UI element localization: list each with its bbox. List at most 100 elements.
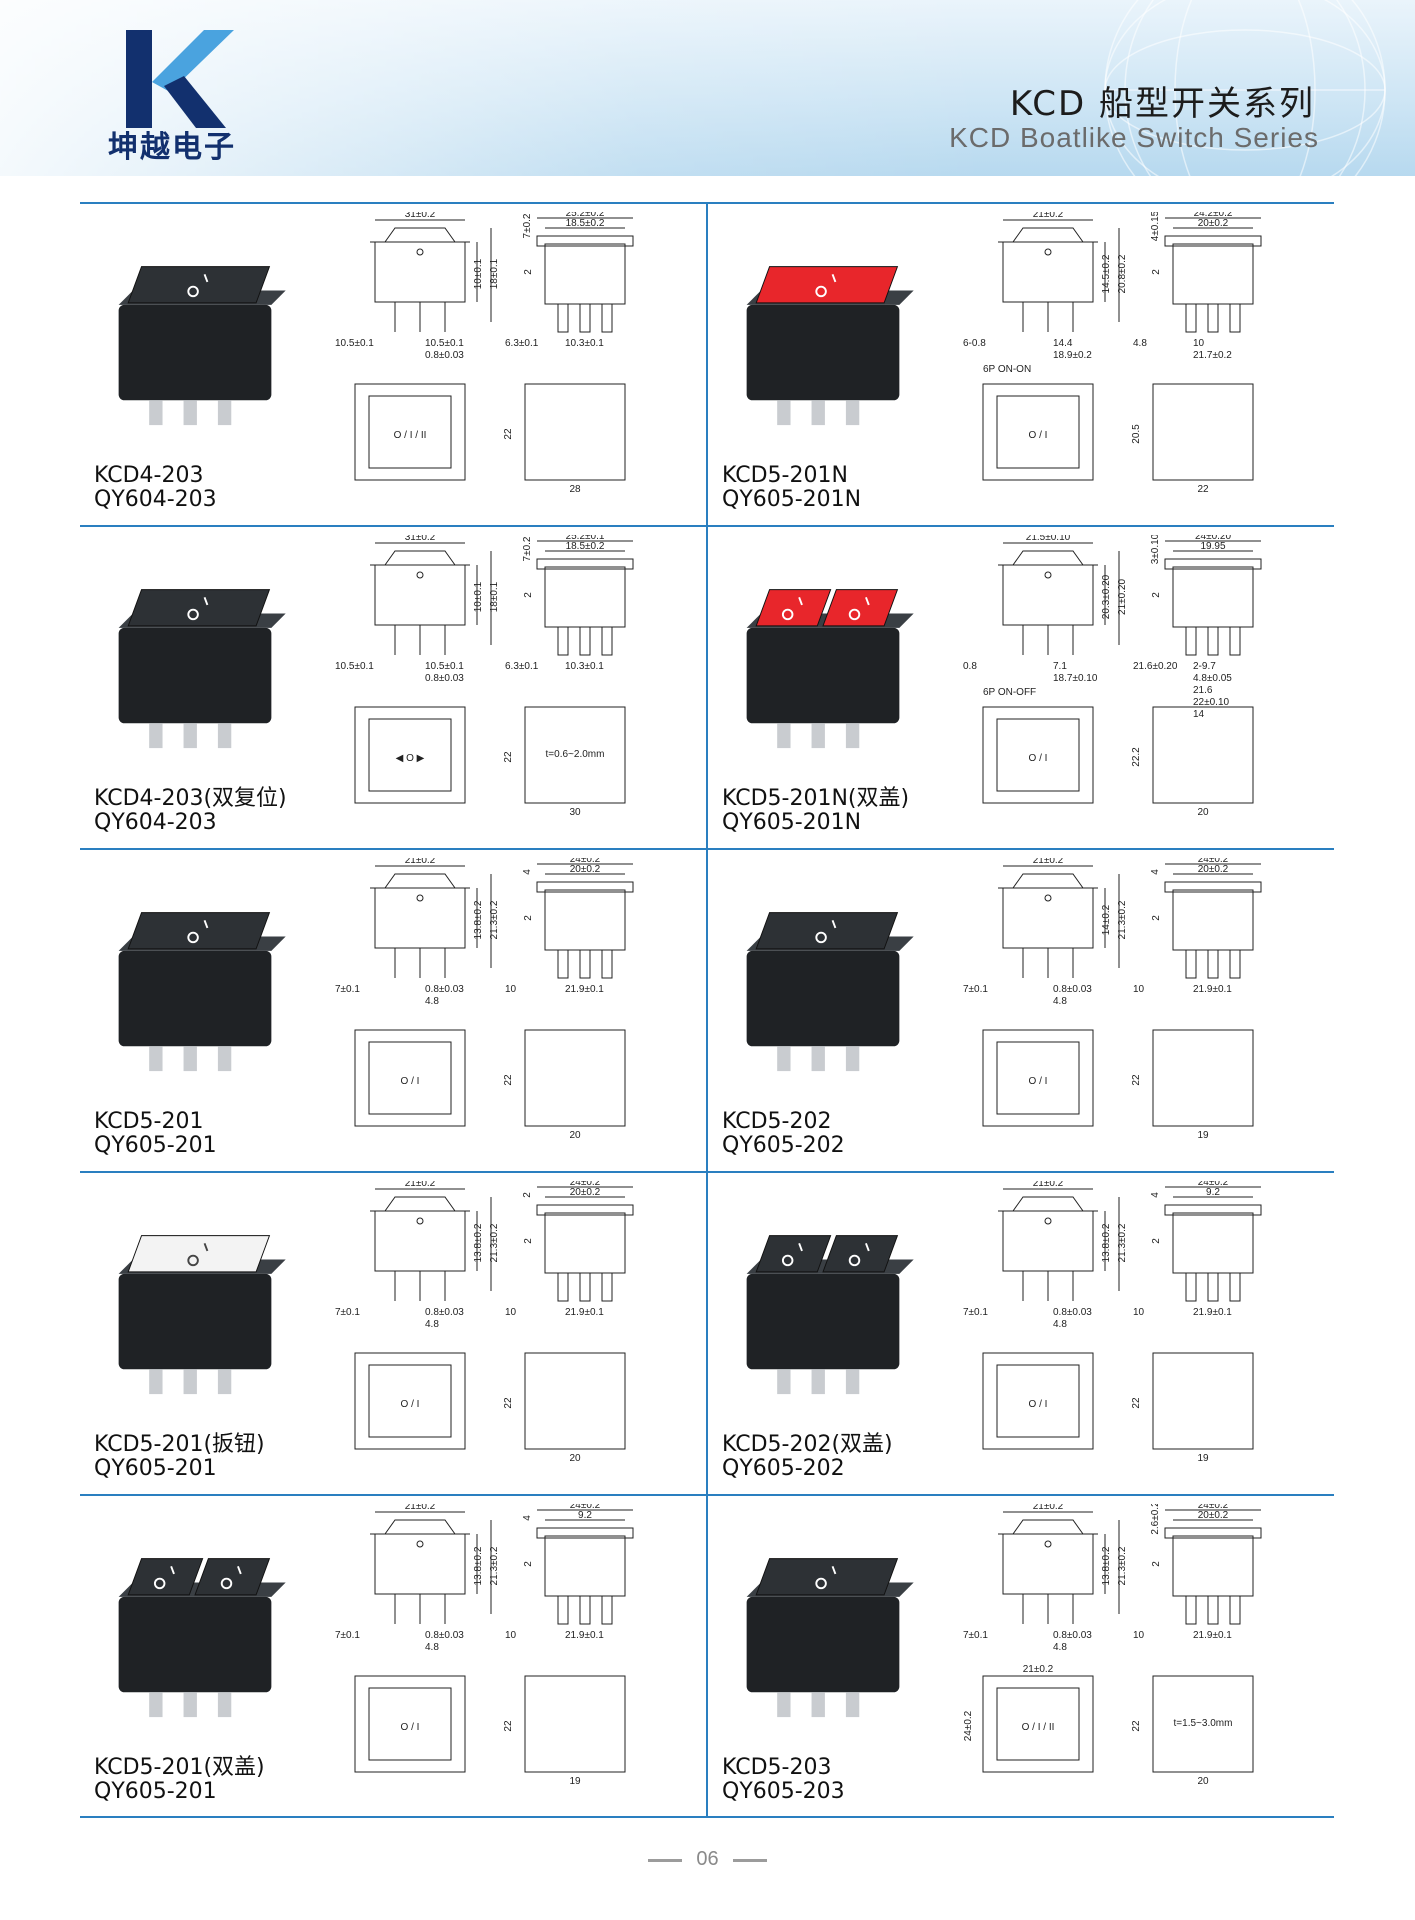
dimension-height-inner: 14±0.2 xyxy=(1101,904,1112,935)
dimension-top: 4±0.15 xyxy=(1150,212,1161,241)
dimension-c: 4.8 xyxy=(425,996,439,1007)
terminal-pin xyxy=(183,723,197,749)
dimension-extra: 4.8±0.05 xyxy=(1193,673,1232,684)
cutout-height: 22 xyxy=(1131,1074,1142,1086)
page-footer: 06 xyxy=(0,1848,1415,1871)
on-mark-icon xyxy=(798,1242,803,1252)
product-photo xyxy=(118,1235,286,1395)
terminal-tab xyxy=(579,626,591,656)
terminal-pin xyxy=(811,1046,825,1072)
panel-cutout-front xyxy=(982,1352,1094,1450)
dimension-b: 10.5±0.1 xyxy=(425,661,464,672)
side-view-body xyxy=(544,1212,626,1274)
center-mark xyxy=(1044,571,1052,579)
model-label: KCD5-201(扳钮)QY605-201 xyxy=(94,1433,265,1481)
front-view-actuator xyxy=(384,550,456,566)
dimension-d: 21.6±0.20 xyxy=(1133,661,1178,672)
brand-logo-icon xyxy=(126,30,234,128)
dimension-width: 21±0.2 xyxy=(405,1181,436,1189)
terminal-tab xyxy=(1229,1595,1241,1625)
dimension-top: 2.6±0.2 xyxy=(1150,1504,1161,1535)
front-view-body xyxy=(374,241,466,303)
dimension-width: 31±0.2 xyxy=(405,535,436,543)
dimension-top: 7±0.2 xyxy=(522,213,533,238)
panel-cutout-box xyxy=(1152,383,1254,481)
alt-model-number: QY605-202 xyxy=(722,1133,845,1158)
off-mark-icon xyxy=(781,608,794,621)
dimension-width: 21±0.2 xyxy=(1033,1181,1064,1189)
cutout-width: 28 xyxy=(569,484,581,495)
switch-housing xyxy=(746,950,900,1047)
dimension-b: 7.1 xyxy=(1053,661,1067,672)
dimension-offset: 2 xyxy=(523,269,534,275)
front-view-body xyxy=(374,887,466,949)
terminal-pin xyxy=(217,1692,232,1718)
panel-cutout-front xyxy=(354,1029,466,1127)
rocker-actuator xyxy=(127,1235,271,1273)
terminal-pin xyxy=(149,400,163,426)
terminal-tab xyxy=(1185,303,1197,333)
center-mark xyxy=(416,248,424,256)
front-view-actuator xyxy=(1012,1519,1084,1535)
on-mark-icon xyxy=(831,1565,837,1575)
off-mark-icon xyxy=(220,1577,233,1590)
on-mark-icon xyxy=(203,273,209,283)
side-view-flange xyxy=(536,881,634,893)
dimension-c: 4.8 xyxy=(1053,1642,1067,1653)
off-mark-icon xyxy=(815,931,827,944)
dimension-a: 7±0.1 xyxy=(335,1307,360,1318)
dimension-height: 21.3±0.2 xyxy=(489,900,500,939)
side-view-body xyxy=(1172,1535,1254,1597)
side-view-body xyxy=(1172,243,1254,305)
terminal-tab xyxy=(1185,1272,1197,1302)
dimension-side-width: 24±0.2 xyxy=(1198,1181,1229,1188)
dimension-top: 7±0.2 xyxy=(522,536,533,561)
terminal-tab xyxy=(1185,1595,1197,1625)
dimension-c: 4.8 xyxy=(425,1319,439,1330)
switch-housing xyxy=(118,304,272,401)
dimension-height-inner: 14.5±0.2 xyxy=(1101,254,1112,293)
dimension-c: 0.8±0.03 xyxy=(425,673,464,684)
on-mark-icon xyxy=(203,919,209,929)
terminal-tab xyxy=(1229,303,1241,333)
alt-model-number: QY604-203 xyxy=(94,487,217,512)
on-mark-icon xyxy=(203,1242,209,1252)
alt-model-number: QY605-201 xyxy=(94,1456,217,1481)
panel-cutout-box xyxy=(1152,1029,1254,1127)
dimension-side-width: 24±0.2 xyxy=(570,858,601,865)
terminal-pin xyxy=(183,1046,197,1072)
dimension-height-inner: 13.8±0.2 xyxy=(1101,1546,1112,1585)
panel-cutout-front xyxy=(982,383,1094,481)
front-view-actuator xyxy=(384,873,456,889)
front-view-actuator xyxy=(384,1196,456,1212)
off-mark-icon xyxy=(781,1254,794,1267)
dimension-a: 7±0.1 xyxy=(335,1630,360,1641)
dimension-height: 21.3±0.2 xyxy=(1117,900,1128,939)
dimension-e: 10.3±0.1 xyxy=(565,661,604,672)
dimension-d: 10 xyxy=(505,1307,517,1318)
model-number: KCD5-201(双盖) xyxy=(94,1755,265,1780)
dimension-e: 2-9.7 xyxy=(1193,661,1216,672)
dimension-c: 4.8 xyxy=(1053,996,1067,1007)
rocker-actuator xyxy=(822,1235,899,1273)
cutout-symbol: O / I xyxy=(1029,430,1048,441)
side-view-flange xyxy=(536,1527,634,1539)
series-title-cn: KCD 船型开关系列 xyxy=(1009,84,1315,124)
cutout-symbol: O / I xyxy=(1029,1399,1048,1410)
off-mark-icon xyxy=(187,285,199,298)
dimension-a: 6-0.8 xyxy=(963,338,986,349)
panel-cutout-inner xyxy=(996,395,1080,469)
panel-cutout-box xyxy=(524,383,626,481)
dimension-side-inner: 18.5±0.2 xyxy=(566,541,605,552)
cutout-symbol: O / I xyxy=(1029,1076,1048,1087)
on-mark-icon xyxy=(831,919,837,929)
rocker-actuator xyxy=(127,1558,204,1596)
